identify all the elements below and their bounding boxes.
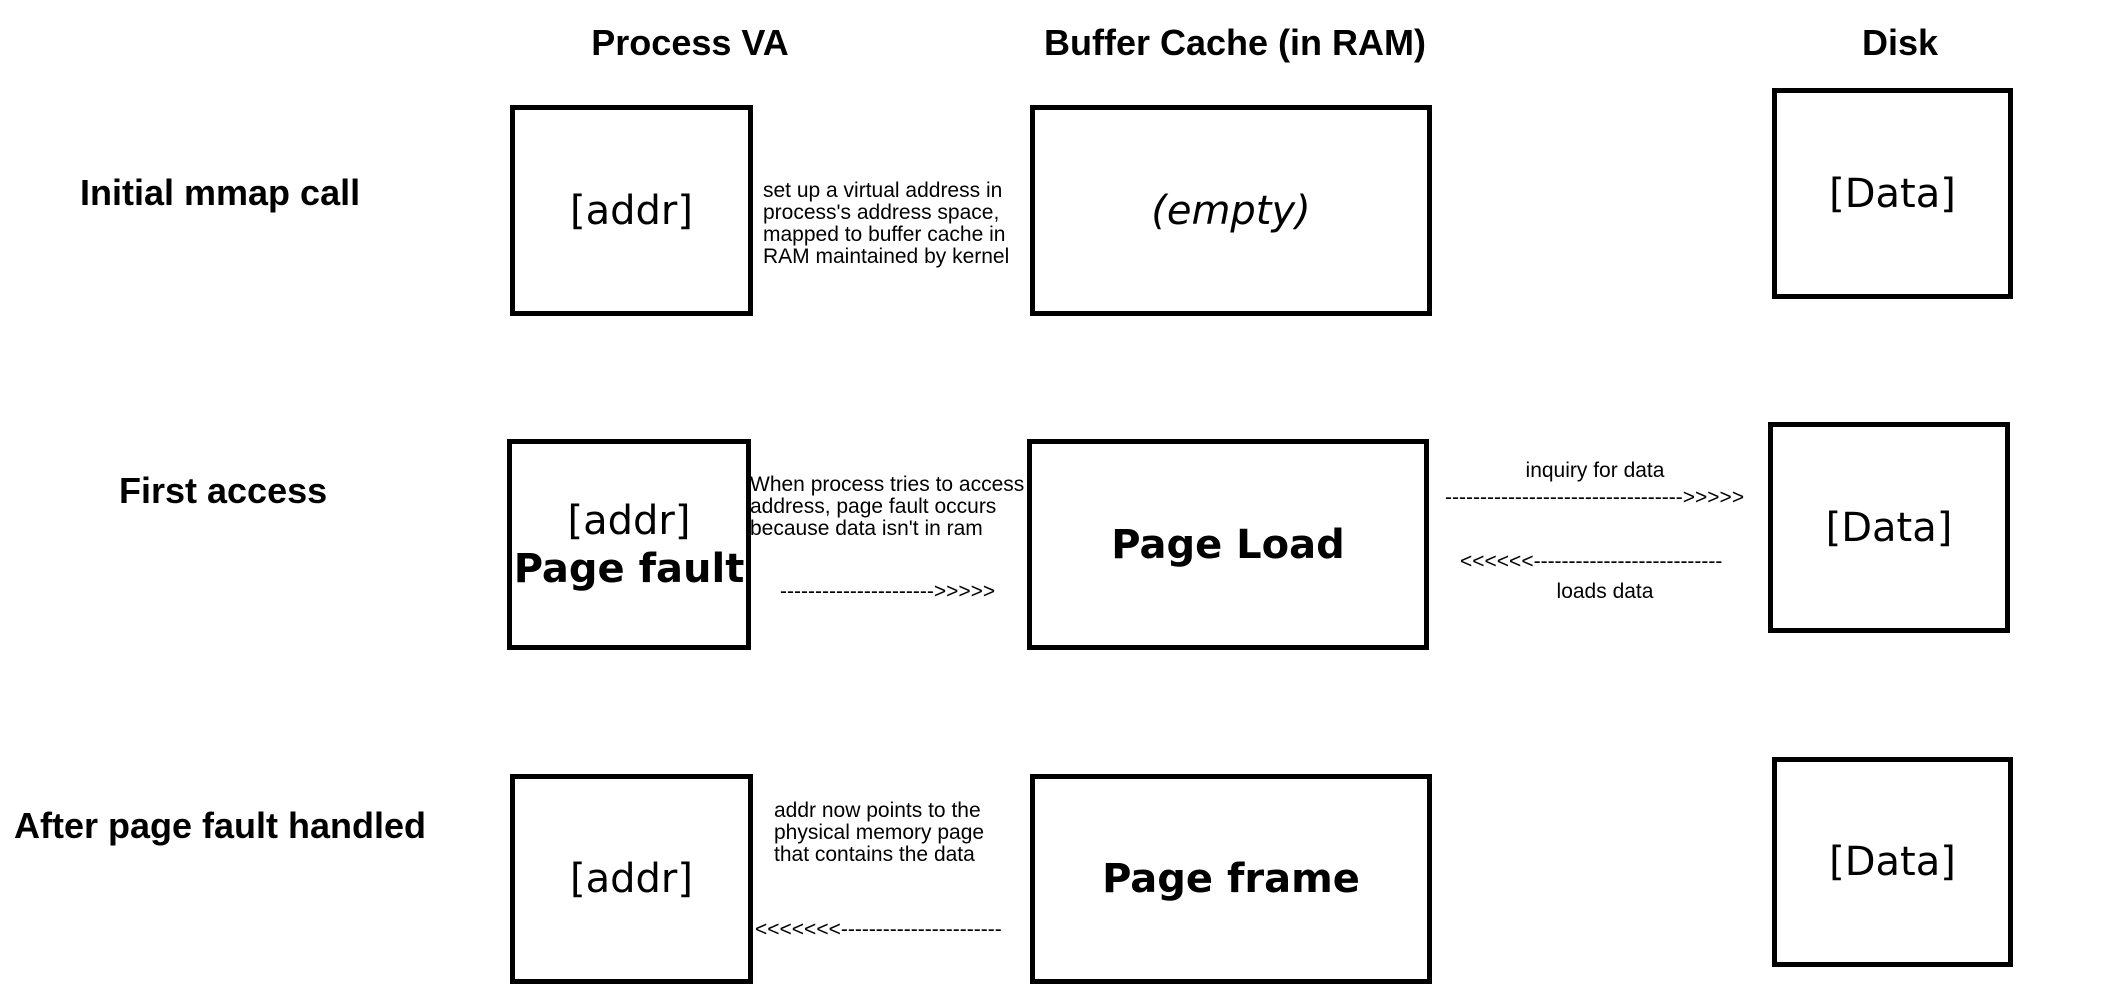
note-line: set up a virtual address in [763, 179, 1003, 202]
addr-points-note: addr now points to the physical memory p… [774, 800, 984, 866]
page-fault-note: When process tries to access address, pa… [750, 474, 1024, 540]
process-va-box: [addr] [510, 105, 753, 316]
addr-text: [addr] [567, 497, 691, 544]
row-label-first-access: First access [119, 470, 328, 511]
note-line: that contains the data [774, 843, 975, 866]
note-line: because data isn't in ram [750, 517, 983, 540]
process-va-box: [addr] Page fault [507, 439, 751, 650]
inquiry-arrow: ---------------------------------->>>>> [1445, 486, 1745, 509]
addr-text: [addr] [570, 856, 693, 902]
process-va-box: [addr] [510, 774, 753, 984]
row-label-after-page-fault: After page fault handled [14, 805, 427, 846]
note-line: When process tries to access [750, 473, 1025, 496]
note-line: addr now points to the [774, 799, 981, 822]
header-buffer-cache: Buffer Cache (in RAM) [1043, 22, 1426, 63]
disk-box: [Data] [1772, 757, 2013, 967]
data-text: [Data] [1829, 839, 1956, 885]
note-line: mapped to buffer cache in [763, 223, 1006, 246]
note-line: process's address space, [763, 201, 1000, 224]
data-text: [Data] [1829, 170, 1956, 217]
buffer-cache-box: Page Load [1027, 439, 1429, 650]
buffer-cache-box: Page frame [1030, 774, 1432, 984]
header-disk: Disk [1861, 22, 1939, 63]
loads-data-label: loads data [1556, 580, 1654, 603]
page-frame-text: Page frame [1102, 856, 1360, 902]
disk-box: [Data] [1772, 88, 2013, 299]
note-line: address, page fault occurs [750, 495, 997, 518]
header-process-va: Process VA [591, 22, 789, 63]
disk-box: [Data] [1768, 422, 2010, 633]
buffer-cache-box: (empty) [1030, 105, 1432, 316]
note-line: physical memory page [774, 821, 985, 844]
row-label-initial-mmap: Initial mmap call [80, 172, 361, 213]
page-fault-text: Page fault [513, 545, 745, 592]
inquiry-label: inquiry for data [1525, 459, 1665, 482]
addr-text: [addr] [570, 187, 693, 234]
mmap-note: set up a virtual address in process's ad… [763, 180, 1009, 268]
note-line: RAM maintained by kernel [763, 245, 1010, 268]
data-text: [Data] [1825, 504, 1953, 551]
page-load-text: Page Load [1111, 521, 1345, 568]
loads-data-arrow: <<<<<<--------------------------- [1460, 550, 1723, 573]
empty-text: (empty) [1151, 187, 1311, 234]
va-to-cache-arrow: ---------------------->>>>> [780, 580, 996, 603]
cache-to-va-arrow: <<<<<<<----------------------- [755, 918, 1002, 941]
